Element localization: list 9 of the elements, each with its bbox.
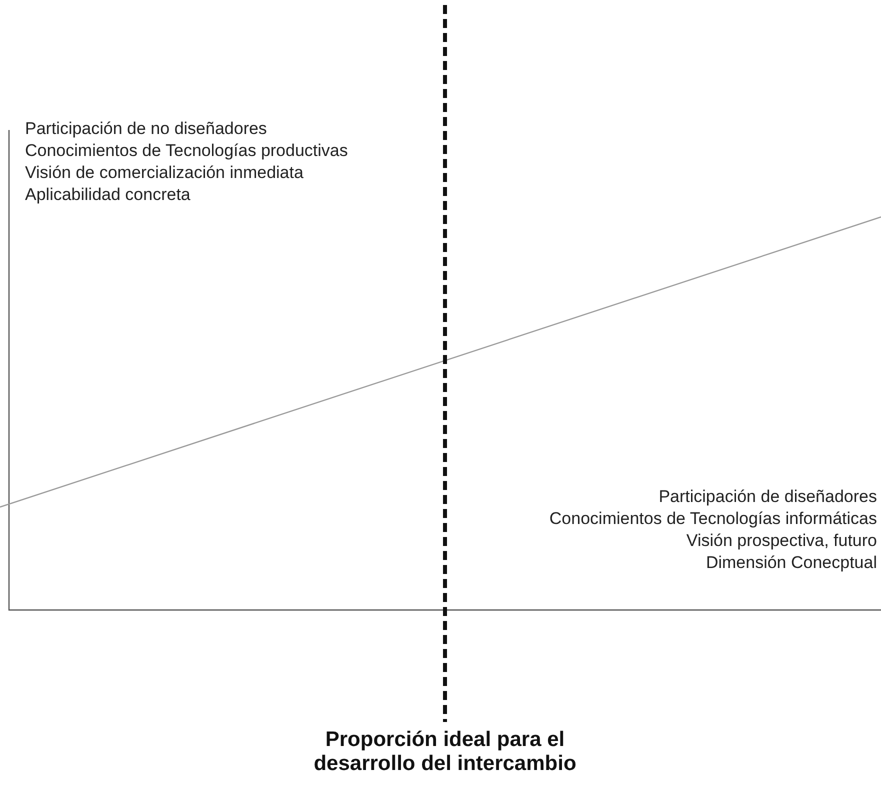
factor-label: Dimensión Conecptual (706, 552, 877, 574)
factor-label: Visión prospectiva, futuro (686, 530, 877, 552)
factor-label: Conocimientos de Tecnologías productivas (25, 140, 348, 162)
factor-label: Participación de no diseñadores (25, 118, 267, 140)
factor-label: Aplicabilidad concreta (25, 184, 190, 206)
divider-caption: Proporción ideal para el desarrollo del intercambio (312, 728, 578, 776)
factor-label: Conocimientos de Tecnologías informáticas (549, 508, 877, 530)
factor-label: Participación de diseñadores (658, 486, 877, 508)
factor-label: Visión de comercialización inmediata (25, 162, 304, 184)
